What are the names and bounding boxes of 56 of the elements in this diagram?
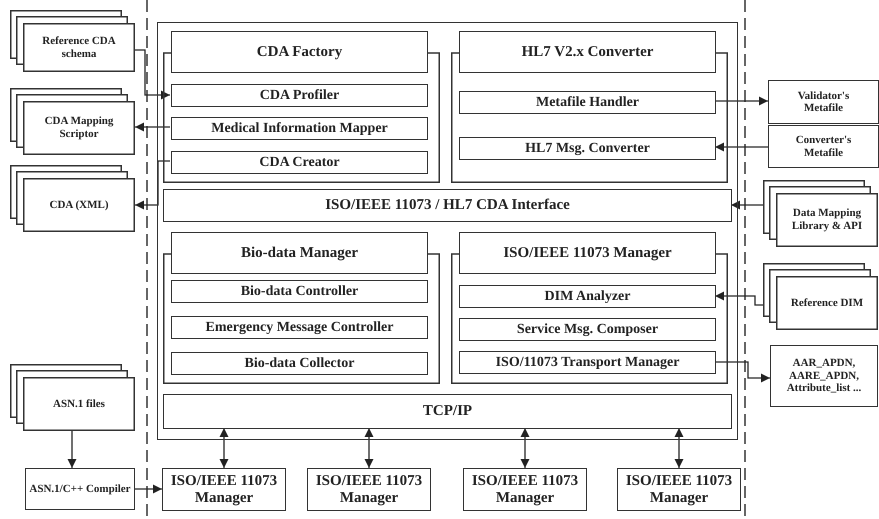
- component-box: ASN.1/C++ Compiler: [25, 468, 135, 510]
- component-box: Bio-data Controller: [171, 280, 428, 303]
- arrow: [715, 292, 763, 306]
- component-box: CDA Profiler: [171, 84, 428, 107]
- component-box: Validator's Metafile: [768, 80, 879, 124]
- box-label: CDA Mapping Scriptor: [44, 115, 114, 141]
- arrow: [135, 49, 170, 100]
- document-stack: [10, 364, 135, 431]
- group-title: CDA Factory: [171, 31, 428, 73]
- document-stack: [763, 263, 878, 330]
- component-box: HL7 Msg. Converter: [459, 137, 716, 160]
- component-group: [163, 31, 440, 183]
- group-title: Bio-data Manager: [171, 232, 428, 274]
- arrow: [715, 361, 770, 382]
- component-box: AAR_APDN, AARE_APDN, Attribute_list ...: [770, 345, 878, 407]
- document-stack: [763, 180, 878, 247]
- component-group: [451, 232, 728, 384]
- box-label: ASN.1 files: [52, 398, 106, 410]
- component-box: ISO/IEEE 11073 Manager: [617, 468, 741, 511]
- arrow: [731, 200, 763, 210]
- arrow: [220, 428, 228, 468]
- component-box: Bio-data Collector: [171, 352, 428, 375]
- component-box: ISO/IEEE 11073 / HL7 CDA Interface: [163, 189, 732, 222]
- component-box: Metafile Handler: [459, 91, 716, 114]
- document-stack: [10, 10, 135, 72]
- component-box: CDA Creator: [171, 151, 428, 174]
- system-boundary-box: [157, 22, 738, 440]
- component-box: DIM Analyzer: [459, 285, 716, 308]
- component-box: ISO/IEEE 11073 Manager: [463, 468, 587, 511]
- document-stack: [10, 88, 135, 155]
- box-label: Reference CDA schema: [41, 34, 117, 60]
- component-box: Emergency Message Controller: [171, 316, 428, 339]
- arrow: [715, 142, 768, 152]
- arrow: [715, 96, 768, 106]
- group-title: HL7 V2.x Converter: [459, 31, 716, 73]
- box-label: Data Mapping Library & API: [790, 207, 864, 233]
- box-label: Reference DIM: [790, 296, 864, 310]
- arrow: [674, 428, 684, 468]
- component-box: ISO/11073 Transport Manager: [459, 351, 716, 374]
- component-group: [451, 31, 728, 183]
- component-box: Converter's Metafile: [768, 125, 879, 168]
- component-box: ISO/IEEE 11073 Manager: [162, 468, 286, 511]
- arrow: [135, 122, 170, 132]
- component-box: ISO/IEEE 11073 Manager: [307, 468, 431, 511]
- component-box: Service Msg. Composer: [459, 318, 716, 341]
- box-label: CDA (XML): [48, 198, 110, 212]
- arrow: [135, 160, 170, 210]
- component-box: Medical Information Mapper: [171, 117, 428, 140]
- group-title: ISO/IEEE 11073 Manager: [459, 232, 716, 274]
- arrow: [68, 431, 76, 468]
- component-box: TCP/IP: [163, 394, 732, 429]
- component-group: [163, 232, 440, 384]
- arrow: [520, 428, 530, 468]
- arrow: [364, 428, 374, 468]
- arrow: [135, 484, 162, 494]
- document-stack: [10, 165, 135, 232]
